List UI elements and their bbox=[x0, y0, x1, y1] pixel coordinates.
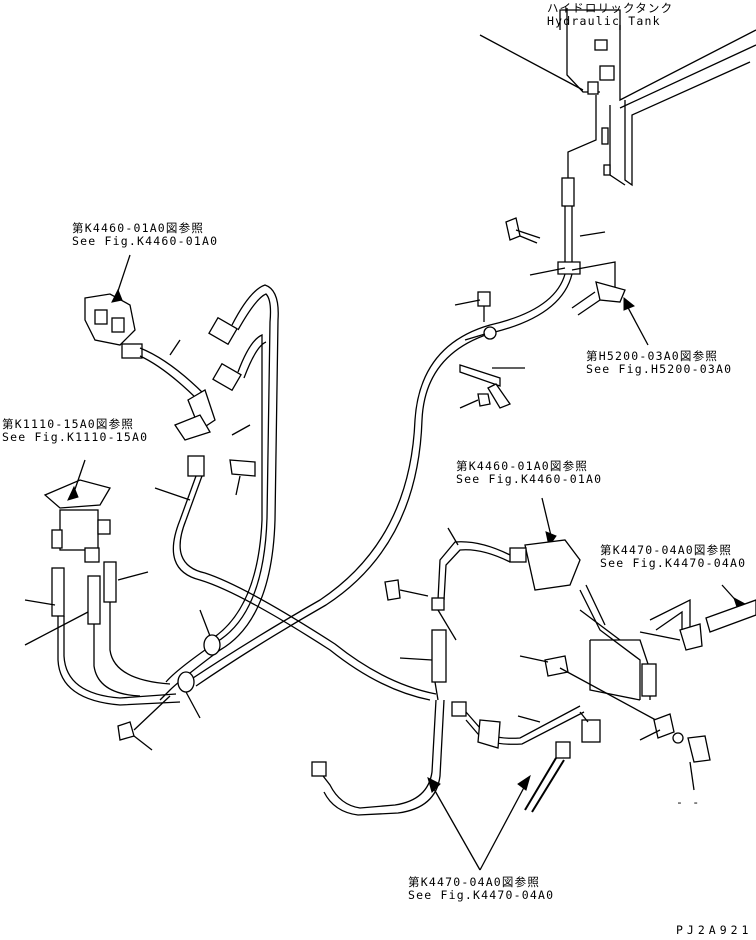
center-bracket-bolts bbox=[454, 291, 525, 409]
ref-k1110-jp: 第K1110-15A0図参照 bbox=[2, 417, 135, 431]
ref-k4460-mid-en: See Fig.K4460-01A0 bbox=[456, 472, 603, 486]
hydraulic-tank bbox=[479, 8, 756, 187]
left-hose-loops bbox=[154, 284, 437, 701]
left-upper-valve-group bbox=[84, 254, 251, 441]
ref-k4470-bottom-label: 第K4470-04A0図参照 See Fig.K4470-04A0 bbox=[408, 876, 554, 902]
ref-k4470-bottom-jp: 第K4470-04A0図参照 bbox=[408, 875, 541, 889]
ref-k4470-right-en: See Fig.K4470-04A0 bbox=[600, 556, 747, 570]
right-fittings bbox=[519, 584, 756, 791]
hydraulic-tank-label: ハイドロリックタンク Hydraulic Tank bbox=[547, 2, 673, 28]
ref-k4470-bottom-en: See Fig.K4470-04A0 bbox=[408, 888, 555, 902]
ref-k4460-top-jp: 第K4460-01A0図参照 bbox=[72, 221, 205, 235]
ref-h5200-label: 第H5200-03A0図参照 See Fig.H5200-03A0 bbox=[586, 350, 732, 376]
ref-k4460-mid-jp: 第K4460-01A0図参照 bbox=[456, 459, 589, 473]
dash-mark: - - bbox=[676, 795, 701, 809]
ref-k4460-mid-label: 第K4460-01A0図参照 See Fig.K4460-01A0 bbox=[456, 460, 602, 486]
ref-k4470-right-jp: 第K4470-04A0図参照 bbox=[600, 543, 733, 557]
ref-h5200-jp: 第H5200-03A0図参照 bbox=[586, 349, 719, 363]
hand-valve bbox=[24, 459, 221, 751]
bottom-reference-leaders bbox=[427, 296, 649, 871]
ref-k4460-top-en: See Fig.K4460-01A0 bbox=[72, 234, 219, 248]
bottom-hose-group bbox=[311, 699, 601, 816]
ref-k4460-top-label: 第K4460-01A0図参照 See Fig.K4460-01A0 bbox=[72, 222, 218, 248]
hydraulic-tank-jp: ハイドロリックタンク bbox=[547, 1, 674, 15]
ref-h5200-en: See Fig.H5200-03A0 bbox=[586, 362, 733, 376]
ref-k1110-label: 第K1110-15A0図参照 See Fig.K1110-15A0 bbox=[2, 418, 148, 444]
tank-return-line bbox=[189, 95, 626, 687]
hydraulic-tank-en: Hydraulic Tank bbox=[547, 14, 661, 28]
right-valve-assembly bbox=[384, 497, 651, 701]
drawing-code: PJ2A921 bbox=[676, 923, 753, 937]
ref-k1110-en: See Fig.K1110-15A0 bbox=[2, 430, 149, 444]
ref-k4470-right-label: 第K4470-04A0図参照 See Fig.K4470-04A0 bbox=[600, 544, 746, 570]
